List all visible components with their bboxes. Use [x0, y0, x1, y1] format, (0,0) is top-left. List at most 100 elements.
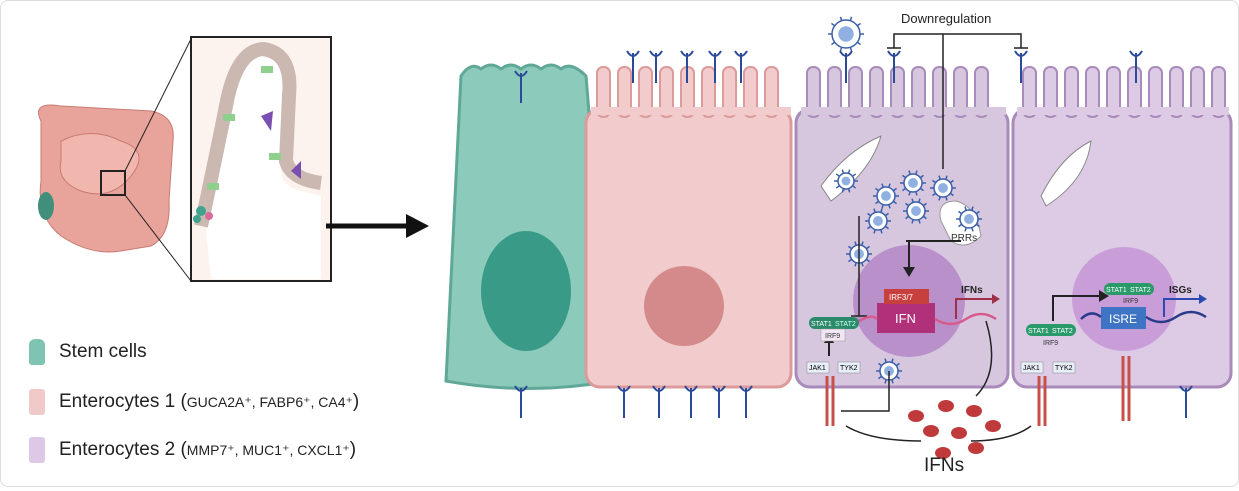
isre-label: ISRE — [1109, 312, 1137, 326]
isre-box — [1101, 307, 1146, 329]
virus-core — [841, 176, 851, 186]
microvillus — [911, 66, 926, 118]
microvillus — [974, 66, 989, 118]
microvillus — [1190, 66, 1205, 118]
ifn-molecule — [985, 420, 1001, 432]
stem-cell-swatch — [29, 339, 45, 365]
ifn-label: IFN — [895, 311, 916, 326]
microvillus — [827, 66, 842, 118]
ifn-molecule — [968, 442, 984, 454]
prr-signal-arrow — [906, 240, 961, 269]
enterocyte-1-swatch — [29, 389, 45, 415]
intestine-illustration — [38, 36, 332, 282]
ace2-receptor-icon — [1129, 50, 1143, 83]
ifn-molecule — [908, 410, 924, 422]
legend-stem-cells: Stem cells — [29, 339, 147, 365]
irf37-box — [884, 289, 929, 304]
ifn-molecule — [951, 427, 967, 439]
microvillus — [1085, 66, 1100, 118]
microvillus — [596, 66, 611, 118]
cell-apex — [1017, 107, 1229, 115]
ace2-receptor-icon — [839, 50, 853, 83]
ace2-receptor-icon — [1179, 385, 1193, 418]
virus-icon — [900, 170, 926, 196]
irf9-label: IRF9 — [1123, 298, 1138, 305]
ace2-receptor-icon — [739, 385, 753, 418]
ace2-receptor-icon — [684, 385, 698, 418]
stat1-label: STAT1 — [811, 321, 832, 328]
microvillus — [743, 66, 758, 118]
ifn-receptor — [825, 356, 1131, 426]
ifn-gene-box — [877, 303, 935, 333]
microvillus — [806, 66, 821, 118]
microvillus — [848, 66, 863, 118]
legend-enterocytes-1: Enterocytes 1 ( GUCA2A⁺, FABP6⁺, CA4⁺ ) — [29, 389, 359, 415]
virus-icon — [873, 183, 899, 209]
virus-core — [938, 183, 948, 193]
stat1-label: STAT1 — [1028, 328, 1049, 335]
jak1-label: JAK1 — [809, 365, 826, 372]
legend-label: Enterocytes 1 ( — [59, 391, 187, 412]
stat2-label: STAT2 — [1052, 328, 1073, 335]
virus-icon — [828, 16, 864, 52]
cell-apex — [591, 107, 791, 115]
virus-icon — [834, 169, 858, 193]
stat2-label: STAT2 — [1130, 287, 1151, 294]
enterocyte-2-swatch — [29, 437, 45, 463]
endosome — [1040, 140, 1092, 207]
inhibition-arrow — [851, 216, 867, 317]
transition-arrow — [326, 214, 429, 238]
virus-core — [838, 26, 854, 42]
microvillus — [1022, 66, 1037, 118]
microvillus — [1211, 66, 1226, 118]
virus-core — [964, 214, 974, 224]
irf37-label: IRF3/7 — [889, 293, 914, 302]
jak1-label: JAK1 — [1023, 365, 1040, 372]
virus-icon — [865, 208, 891, 234]
legend-label: Enterocytes 2 ( — [59, 439, 187, 460]
ace2-receptor-icon — [680, 50, 694, 83]
microvillus — [617, 66, 632, 118]
legend-label: Stem cells — [59, 341, 147, 362]
ace2-receptor-icon — [514, 70, 528, 103]
enterocyte-2b-nucleus — [1072, 247, 1176, 351]
prrs-label: PRRs — [951, 233, 977, 244]
cell-apex — [801, 107, 1006, 115]
legend-enterocytes-2: Enterocytes 2 ( MMP7⁺, MUC1⁺, CXCL1⁺ ) — [29, 437, 356, 463]
microvillus — [869, 66, 884, 118]
ace2-receptor-icon — [649, 50, 663, 83]
microvillus — [1127, 66, 1142, 118]
zoom-box — [100, 170, 126, 196]
microvillus — [1043, 66, 1058, 118]
ace2-receptor-icon — [712, 385, 726, 418]
downregulation-label: Downregulation — [901, 11, 991, 26]
irf9-label: IRF9 — [825, 333, 840, 340]
ifn-molecule — [923, 425, 939, 437]
virus-core — [911, 206, 921, 216]
microvillus — [1148, 66, 1163, 118]
ace2-receptor-icon — [652, 385, 666, 418]
ace2-receptor-icon — [708, 50, 722, 83]
ace2-receptor-icon — [734, 50, 748, 83]
ace2-receptor-icon — [617, 385, 631, 418]
irf9-label: IRF9 — [1043, 340, 1058, 347]
downregulation-annotation: Downregulation — [887, 11, 1028, 169]
legend-markers: MMP7⁺, MUC1⁺, CXCL1⁺ — [186, 441, 350, 458]
ace2-receptor-icon — [626, 50, 640, 83]
enterocyte-1-nucleus — [644, 266, 724, 346]
virus-icon — [956, 206, 982, 232]
microvillus — [1106, 66, 1121, 118]
microvillus — [722, 66, 737, 118]
ace2-receptor-icon — [514, 385, 528, 418]
stat2-label: STAT2 — [835, 321, 856, 328]
virus-icon — [903, 198, 929, 224]
virus-core — [881, 191, 891, 201]
legend-close: ) — [352, 391, 360, 412]
ace2-receptor-icon — [1014, 50, 1028, 83]
ifns-transcript-label: IFNs — [961, 285, 983, 296]
stat1-label: STAT1 — [1106, 287, 1127, 294]
ifns-label: IFNs — [924, 455, 964, 476]
microvillus — [701, 66, 716, 118]
